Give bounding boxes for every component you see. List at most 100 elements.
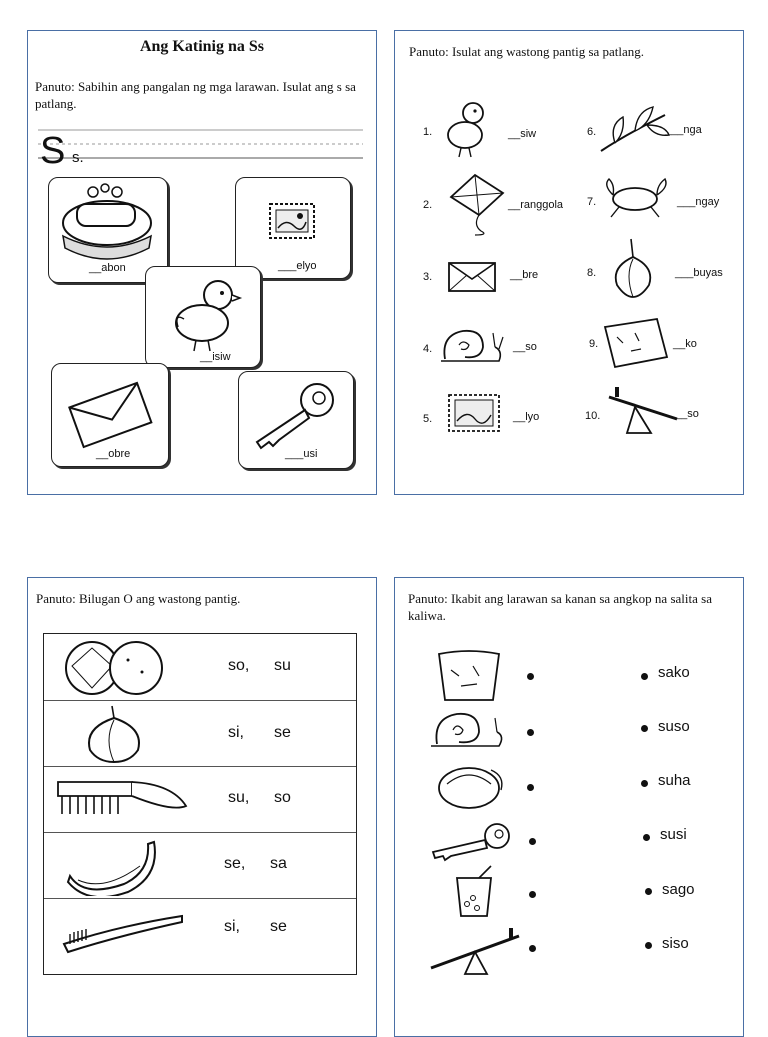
- card-label: __isiw: [200, 351, 231, 363]
- item-number: 8.: [587, 267, 597, 279]
- snail-icon: [431, 712, 503, 747]
- fill-blank: __so: [513, 341, 537, 353]
- fill-blank: ___ngay: [677, 196, 720, 208]
- crab-icon: [606, 177, 667, 218]
- item-number: 2.: [423, 199, 433, 211]
- match-dot-word[interactable]: [643, 834, 650, 841]
- syllable-option-b[interactable]: se: [270, 918, 287, 935]
- key-icon: [431, 823, 510, 862]
- syllable-option-b[interactable]: su: [274, 657, 291, 674]
- fill-blank: ___nga: [665, 124, 702, 136]
- match-dot-word[interactable]: [641, 725, 648, 732]
- pomelo-icon: [65, 641, 163, 695]
- picture-card-soap: __abon: [48, 177, 168, 283]
- onion-icon: [88, 705, 140, 764]
- table-row: si, se: [44, 898, 356, 972]
- syllable-table: so, su si, se su,: [43, 633, 357, 975]
- card-label: ___usi: [285, 448, 318, 460]
- match-word: sago: [662, 881, 695, 898]
- chick-icon: [175, 280, 243, 352]
- match-dot-picture[interactable]: [527, 673, 534, 680]
- comb-icon: [57, 781, 188, 814]
- letter-lower: s.: [72, 149, 84, 166]
- envelope-icon: [68, 381, 153, 449]
- letter-upper: S: [40, 130, 66, 172]
- item-number: 4.: [423, 343, 433, 355]
- table-row: se, sa: [44, 832, 356, 899]
- table-row: su, so: [44, 766, 356, 833]
- syllable-option-a[interactable]: se,: [224, 855, 246, 872]
- worksheet-title: Ang Katinig na Ss: [139, 38, 265, 55]
- match-dot-word[interactable]: [641, 780, 648, 787]
- plant-icon: [600, 106, 670, 152]
- match-dot-word[interactable]: [645, 942, 652, 949]
- syllable-option-a[interactable]: si,: [228, 724, 244, 741]
- match-dot-word[interactable]: [645, 888, 652, 895]
- match-word: sako: [658, 664, 690, 681]
- sack-icon: [603, 317, 669, 369]
- match-word: susi: [660, 826, 687, 843]
- instruction-text: Panuto: Isulat ang wastong pantig sa pat…: [409, 44, 645, 59]
- worksheet-panel-bilugan: Panuto: Bilugan O ang wastong pantig. so…: [27, 577, 377, 1037]
- match-word: suso: [658, 718, 690, 735]
- item-number: 5.: [423, 413, 433, 425]
- fill-blank: __ranggola: [508, 199, 564, 211]
- seesaw-icon: [608, 387, 678, 434]
- instruction-text: Panuto: Ikabit ang larawan sa kanan sa a…: [408, 591, 712, 623]
- drink-icon: [456, 865, 492, 917]
- snail-icon: [441, 329, 504, 362]
- syllable-option-b[interactable]: sa: [270, 855, 287, 872]
- instruction-text: Panuto: Sabihin ang pangalan ng mga lara…: [35, 79, 356, 111]
- sack-icon: [437, 650, 501, 701]
- handwriting-lines: [38, 129, 363, 159]
- soap-icon: [62, 183, 152, 260]
- kite-icon: [449, 173, 505, 236]
- syllable-option-b[interactable]: se: [274, 724, 291, 741]
- pomelo-icon: [438, 767, 503, 809]
- envelope-icon: [448, 262, 496, 292]
- item-number: 1.: [423, 126, 433, 138]
- match-dot-picture[interactable]: [527, 729, 534, 736]
- item-number: 6.: [587, 126, 597, 138]
- fill-blank: ___buyas: [675, 267, 723, 279]
- worksheet-panel-ikabit: Panuto: Ikabit ang larawan sa kanan sa a…: [394, 577, 744, 1037]
- match-dot-picture[interactable]: [529, 838, 536, 845]
- picture-card-key: ___usi: [238, 371, 354, 469]
- table-row: so, su: [44, 634, 356, 701]
- fill-blank: __lyo: [513, 411, 540, 423]
- fill-blank: __bre: [510, 269, 539, 281]
- chick-icon: [447, 102, 484, 158]
- table-row: si, se: [44, 700, 356, 767]
- banana-icon: [66, 840, 156, 896]
- toothbrush-icon: [62, 914, 183, 954]
- seesaw-icon: [430, 928, 520, 975]
- syllable-option-b[interactable]: so: [274, 789, 291, 806]
- fill-blank: __siw: [508, 128, 537, 140]
- match-dot-picture[interactable]: [529, 945, 536, 952]
- instruction-text: Panuto: Bilugan O ang wastong pantig.: [36, 591, 241, 606]
- picture-card-chick: __isiw: [145, 266, 261, 368]
- syllable-option-a[interactable]: su,: [228, 789, 250, 806]
- fill-blank: __ko: [673, 338, 697, 350]
- card-label: ___elyo: [278, 260, 317, 272]
- onion-icon: [614, 238, 652, 298]
- fill-blank: __so: [675, 408, 699, 420]
- syllable-option-a[interactable]: so,: [228, 657, 250, 674]
- match-dot-picture[interactable]: [529, 891, 536, 898]
- key-icon: [255, 383, 334, 450]
- match-dot-word[interactable]: [641, 673, 648, 680]
- item-number: 10.: [585, 410, 601, 422]
- item-number: 3.: [423, 271, 433, 283]
- stamp-icon: [269, 203, 315, 239]
- worksheet-panel-katinig: Ang Katinig na Ss Panuto: Sabihin ang pa…: [27, 30, 377, 495]
- item-number: 7.: [587, 196, 597, 208]
- match-word: suha: [658, 772, 691, 789]
- picture-card-stamp: ___elyo: [235, 177, 351, 279]
- card-label: __abon: [89, 262, 126, 274]
- match-word: siso: [662, 935, 689, 952]
- match-dot-picture[interactable]: [527, 784, 534, 791]
- worksheet-panel-pantig: Panuto: Isulat ang wastong pantig sa pat…: [394, 30, 744, 495]
- syllable-option-a[interactable]: si,: [224, 918, 240, 935]
- item-number: 9.: [589, 338, 599, 350]
- stamp-icon: [448, 394, 500, 432]
